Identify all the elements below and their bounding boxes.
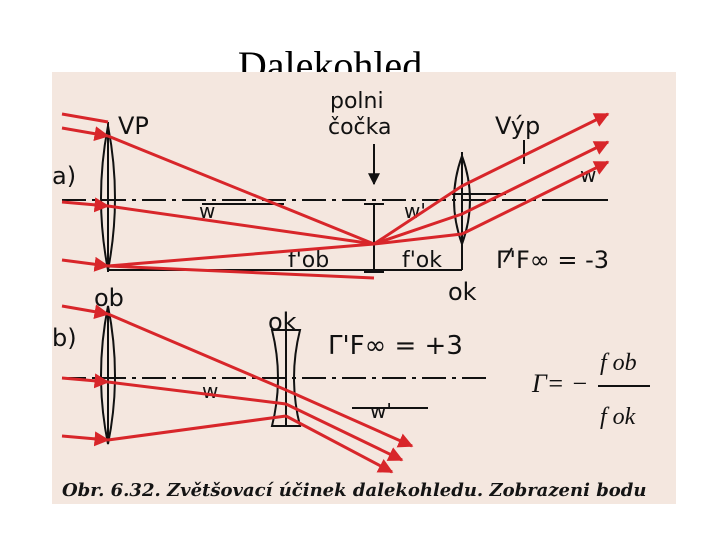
ray-a-out-1 [461,112,610,188]
rays-part-a [61,112,610,280]
formula-numerator: f ob [600,350,637,376]
ray-a-out-2 [461,140,610,216]
ray-b-1 [61,304,110,320]
magnification-b: Γ'F∞ = +3 [328,331,463,361]
f-label-tick [503,247,513,263]
part-a-tag: a) [52,162,76,190]
w-prime-label-a: w' [404,199,426,223]
f-ok-label: f'ok [402,248,442,273]
ray-a-1 [61,126,110,142]
ok-label-a: ok [448,278,477,306]
f-ob-label: f'ob [288,248,329,273]
ray-b-out-1 [285,388,414,448]
ray-b-out-3 [285,414,394,474]
ray-b-2 [107,312,287,392]
field-lens-label-line1: polni [330,89,384,114]
ray-a-10 [373,232,463,246]
formula-denominator: f ok [600,404,636,430]
ray-a-2 [107,134,375,246]
telescope-diagram: a) VP polni čočka Výp ob ok w w' w' f'ob… [52,89,650,501]
ray-b-3 [61,373,110,389]
ray-b-out-2 [285,402,404,462]
w-prime-label-b: w' [370,399,392,423]
ray-a-out-3 [461,160,610,236]
ray-a-4 [107,204,375,246]
formula-lhs: Γ= − [531,369,588,398]
telescope-figure: a) VP polni čočka Výp ob ok w w' w' f'ob… [52,72,676,504]
magnification-a: Γ'F∞ = -3 [496,246,609,274]
ray-a-9 [373,212,463,246]
part-b-tag: b) [52,324,77,352]
ray-a-5 [61,256,110,272]
vyp-label: Výp [495,112,540,140]
eyepiece-lens-b [270,329,302,427]
ray-b-4 [107,380,287,406]
vp-label: VP [118,112,149,140]
figure-caption: Obr. 6.32. Zvětšovací účinek dalekohledu… [62,480,646,501]
ray-a-7 [107,264,375,280]
ray-b-5 [61,431,110,447]
ray-b-6 [107,414,287,442]
part-b: b) ok w w' Γ'F∞ = +3 [52,304,492,474]
field-lens-label-line2: čočka [328,115,392,140]
w-label-b: w [202,379,218,403]
part-a: a) VP polni čočka Výp ob ok w w' w' f'ob… [52,89,612,312]
rays-part-b [61,304,414,474]
ray-a-3 [61,197,110,213]
magnification-formula: Γ= − f ob f ok [531,350,650,430]
ray-a-0 [61,112,109,124]
ray-a-6 [107,242,375,268]
ray-a-8 [373,184,463,246]
